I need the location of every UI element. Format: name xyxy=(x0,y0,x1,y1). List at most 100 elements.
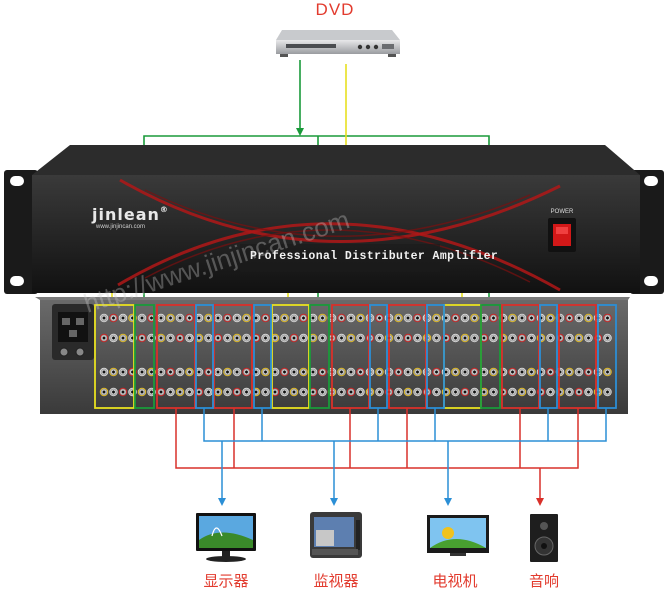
rca-jack xyxy=(261,313,270,323)
rca-jack xyxy=(346,313,356,323)
rca-jack xyxy=(185,313,194,323)
rca-jack xyxy=(289,387,299,397)
rca-jack xyxy=(156,333,166,343)
rca-jack xyxy=(204,367,213,377)
rca-jack xyxy=(137,313,147,323)
rca-jack xyxy=(166,367,175,377)
rca-jack xyxy=(603,387,612,397)
rca-jack xyxy=(289,333,299,343)
rca-jack xyxy=(213,367,223,377)
rca-jack xyxy=(403,367,413,377)
tv-icon xyxy=(427,515,489,556)
rca-jack xyxy=(156,313,166,323)
rca-jack xyxy=(517,367,527,377)
rca-jack xyxy=(99,313,109,323)
rca-jack xyxy=(470,367,479,377)
rca-jack xyxy=(413,367,422,377)
rca-jack xyxy=(470,313,479,323)
rca-jack xyxy=(508,333,517,343)
rca-jack xyxy=(403,387,413,397)
rca-jack xyxy=(289,313,299,323)
rca-jack xyxy=(603,367,612,377)
rca-jack xyxy=(460,387,470,397)
rca-jack xyxy=(489,387,498,397)
rca-jack xyxy=(118,313,128,323)
speaker-icon xyxy=(530,514,558,562)
rca-jack xyxy=(527,333,536,343)
rca-jack xyxy=(460,367,470,377)
rca-jack xyxy=(318,367,327,377)
rca-jack xyxy=(356,367,365,377)
rca-jack xyxy=(223,333,232,343)
rca-jack xyxy=(185,333,194,343)
rca-jack xyxy=(318,387,327,397)
rca-jack xyxy=(280,367,289,377)
rca-jack xyxy=(337,333,346,343)
rca-jack xyxy=(175,367,185,377)
rca-jack xyxy=(337,387,346,397)
rca-jack xyxy=(574,367,584,377)
rca-jack xyxy=(118,367,128,377)
rca-jack xyxy=(156,387,166,397)
rca-jack xyxy=(204,333,213,343)
rca-jack xyxy=(508,387,517,397)
rca-jack xyxy=(242,387,251,397)
rca-jack xyxy=(118,333,128,343)
rca-jack xyxy=(451,333,460,343)
rca-jack xyxy=(99,333,109,343)
rca-jack xyxy=(546,333,555,343)
red-output-bus xyxy=(175,408,579,500)
rca-jack xyxy=(451,367,460,377)
rca-jack xyxy=(394,313,403,323)
rca-jack xyxy=(508,313,517,323)
rca-jack xyxy=(356,333,365,343)
output-label-crt-monitor: 监视器 xyxy=(313,572,359,590)
rca-jack xyxy=(375,367,384,377)
rca-jack xyxy=(489,367,498,377)
rca-jack xyxy=(109,387,118,397)
rca-jack xyxy=(375,387,384,397)
rca-jack xyxy=(337,367,346,377)
rca-jack xyxy=(185,387,194,397)
rca-jack xyxy=(394,333,403,343)
rca-jack xyxy=(508,367,517,377)
rca-jack xyxy=(299,333,308,343)
rca-jack xyxy=(213,333,223,343)
rca-jack xyxy=(156,367,166,377)
rca-jack xyxy=(175,333,185,343)
rca-jack xyxy=(109,313,118,323)
panel-title: Professional Distributer Amplifier xyxy=(250,250,499,263)
rca-jack xyxy=(318,313,327,323)
rca-jack xyxy=(109,367,118,377)
rca-jack xyxy=(574,333,584,343)
dvd-player-icon xyxy=(276,30,400,57)
rca-jack xyxy=(223,367,232,377)
rca-jack xyxy=(99,367,109,377)
rca-jack xyxy=(394,367,403,377)
rca-jack xyxy=(204,313,213,323)
rca-jack xyxy=(204,387,213,397)
rca-jack xyxy=(546,313,555,323)
rca-jack xyxy=(261,387,270,397)
rca-jack xyxy=(299,367,308,377)
rca-jack xyxy=(346,333,356,343)
rca-jack xyxy=(289,367,299,377)
rca-jack xyxy=(517,387,527,397)
rca-jack xyxy=(166,387,175,397)
rca-jack xyxy=(356,387,365,397)
rca-jack xyxy=(403,333,413,343)
rca-jack xyxy=(584,313,593,323)
rca-jack xyxy=(242,367,251,377)
rca-jack xyxy=(527,387,536,397)
rca-jack xyxy=(413,333,422,343)
rca-jack xyxy=(527,313,536,323)
rca-jack xyxy=(451,387,460,397)
device-front-panel xyxy=(32,145,640,293)
power-switch[interactable] xyxy=(548,218,576,252)
rca-jack xyxy=(261,367,270,377)
blue-output-bus xyxy=(203,408,607,500)
rca-jack xyxy=(166,333,175,343)
input-group-outlines xyxy=(94,304,501,409)
rca-jack xyxy=(223,313,232,323)
